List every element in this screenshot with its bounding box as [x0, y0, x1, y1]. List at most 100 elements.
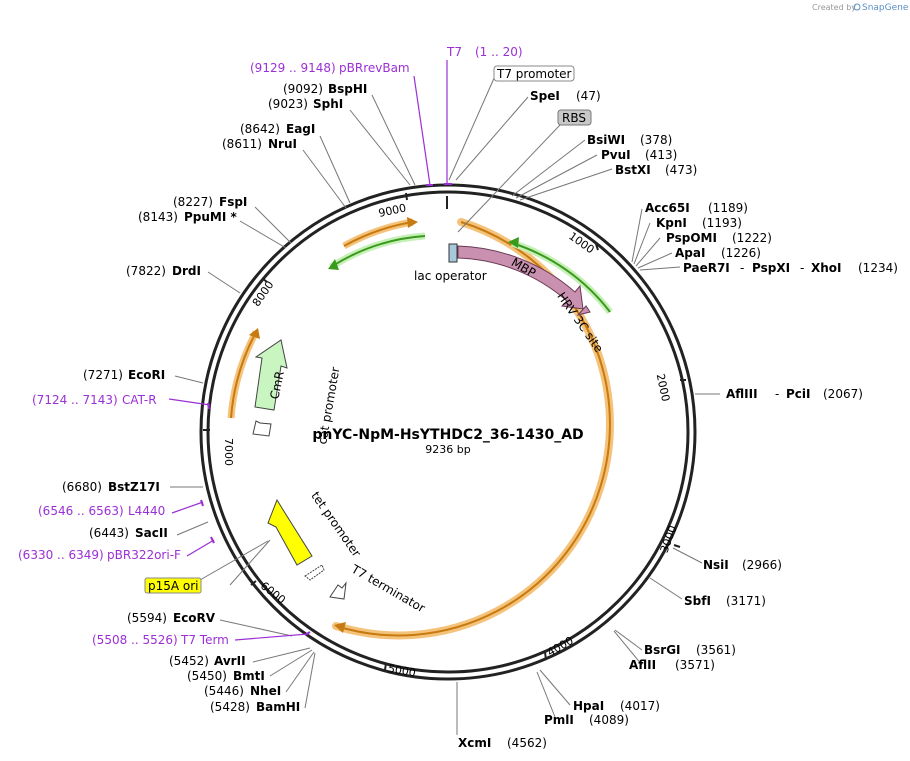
fspi-name: FspI — [219, 195, 247, 209]
t7-promoter-box[interactable]: T7 promoter — [493, 65, 575, 82]
t7-primer-name: T7 — [446, 45, 462, 59]
cmr-feature[interactable] — [254, 339, 288, 411]
spei-pos: (47) — [576, 89, 601, 103]
primer-marks — [200, 183, 452, 636]
lac-operator-feature[interactable] — [448, 243, 458, 263]
hpai-pos: (4017) — [620, 699, 660, 713]
rbs-box[interactable]: RBS — [557, 109, 592, 126]
xcmi-name: XcmI — [458, 736, 491, 750]
tet-promoter-label: tet promoter — [308, 489, 363, 560]
credit-brand: SnapGene — [862, 3, 909, 13]
tick-label-4000: 4000 — [545, 634, 576, 659]
backbone-inner-ring — [206, 190, 690, 674]
paer7i-sep: - — [740, 261, 744, 275]
green-top-left-arrowhead — [328, 259, 339, 270]
tick-5000 — [384, 662, 387, 671]
credit-prefix: Created by — [812, 3, 856, 12]
spei-name: SpeI — [530, 89, 560, 103]
fspi-pos: (8227) — [173, 195, 213, 209]
cat-promoter-feature[interactable] — [252, 420, 272, 437]
orange-feature-left[interactable] — [227, 330, 260, 419]
bsiwi-pos: (378) — [640, 133, 672, 147]
bstxi-pos: (473) — [665, 163, 697, 177]
avrii-name: AvrII — [214, 654, 246, 668]
bsphi-name: BspHI — [328, 82, 367, 96]
xhoi-name: XhoI — [811, 261, 842, 275]
tick-9000 — [405, 192, 408, 201]
tick-label-6000: 6000 — [258, 579, 288, 606]
p15a-ori-label: p15A ori — [148, 579, 199, 593]
nrui-name: NruI — [268, 137, 297, 151]
t7term-name: T7 Term — [180, 633, 229, 647]
paer7i-sep2: - — [800, 261, 804, 275]
sbfi-pos: (3171) — [726, 594, 766, 608]
leader-lines — [168, 60, 720, 735]
snapgene-logo-icon — [853, 3, 861, 11]
drdi-name: DrdI — [172, 264, 201, 278]
ppumi-pos: (8143) — [138, 210, 178, 224]
afliii-name: AflIII — [726, 387, 758, 401]
drdi-pos: (7822) — [126, 264, 166, 278]
bstz17i-pos: (6680) — [62, 480, 102, 494]
nrui-pos: (8611) — [222, 137, 262, 151]
bamhi-name: BamHI — [256, 700, 300, 714]
apai-name: ApaI — [675, 246, 705, 260]
bstxi-name: BstXI — [615, 163, 651, 177]
green-feature-right-core — [511, 242, 611, 313]
pspxi-name: PspXI — [752, 261, 790, 275]
bsiwi-name: BsiWI — [587, 133, 625, 147]
sphi-name: SphI — [313, 97, 343, 111]
eagi-name: EagI — [286, 122, 315, 136]
bstz17i-name: BstZ17I — [108, 480, 160, 494]
green-feature-top-left-core — [330, 235, 426, 268]
orange-feature-arrowhead — [334, 622, 346, 633]
sacii-name: SacII — [135, 526, 168, 540]
p15a-ori-box[interactable]: p15A ori — [144, 577, 202, 594]
t7-promoter-label: T7 promoter — [496, 67, 572, 81]
nhei-name: NheI — [250, 684, 281, 698]
green-feature-top-left[interactable] — [329, 232, 426, 270]
afliii-sep: - — [775, 387, 779, 401]
t7-terminator-feature[interactable] — [329, 581, 347, 600]
tet-promoter-feature[interactable] — [267, 498, 313, 566]
l4440-name: L4440 — [128, 504, 165, 518]
tick-label-8000: 8000 — [250, 279, 277, 309]
t7-terminator-label: T7 terminator — [348, 561, 427, 615]
sphi-pos: (9023) — [268, 97, 308, 111]
snapgene-credit: Created by SnapGene — [812, 3, 909, 13]
nhei-pos: (5446) — [204, 684, 244, 698]
cmr-label: CmR — [267, 370, 287, 401]
paer7i-name: PaeR7I — [683, 261, 730, 275]
bsrgi-pos: (3561) — [696, 643, 736, 657]
avrii-pos: (5452) — [169, 654, 209, 668]
aflii-name: AflII — [629, 658, 656, 672]
sacii-pos: (6443) — [89, 526, 129, 540]
pspomi-name: PspOMI — [666, 231, 717, 245]
small-dashed-feature[interactable] — [304, 564, 325, 581]
tick-6000 — [250, 580, 257, 586]
catr-pos: (7124 .. 7143) — [32, 393, 118, 407]
ecori-pos: (7271) — [83, 368, 123, 382]
acc65i-name: Acc65I — [645, 201, 690, 215]
tick-label-2000: 2000 — [654, 373, 673, 403]
pmli-name: PmlI — [544, 713, 574, 727]
catr-name: CAT-R — [122, 393, 157, 407]
apai-pos: (1226) — [721, 246, 761, 260]
l4440-pos: (6546 .. 6563) — [38, 504, 124, 518]
hpai-name: HpaI — [573, 699, 604, 713]
plasmid-name: pnYC-NpM-HsYTHDC2_36-1430_AD — [312, 427, 583, 443]
ecorv-name: EcoRV — [173, 611, 216, 625]
pbr322ori-name: pBR322ori-F — [107, 548, 181, 562]
xcmi-pos: (4562) — [507, 736, 547, 750]
orange-left-arrowhead — [249, 328, 260, 339]
nsii-pos: (2966) — [742, 558, 782, 572]
hrv-3c-site-feature[interactable] — [576, 305, 591, 316]
orange-feature-left-core — [230, 331, 257, 419]
kpni-pos: (1193) — [702, 216, 742, 230]
green-feature-right-arrowhead — [508, 237, 519, 248]
bmti-pos: (5450) — [187, 669, 227, 683]
tick-3000 — [673, 544, 681, 548]
pbrrevbam-name: pBRrevBam — [339, 61, 410, 75]
